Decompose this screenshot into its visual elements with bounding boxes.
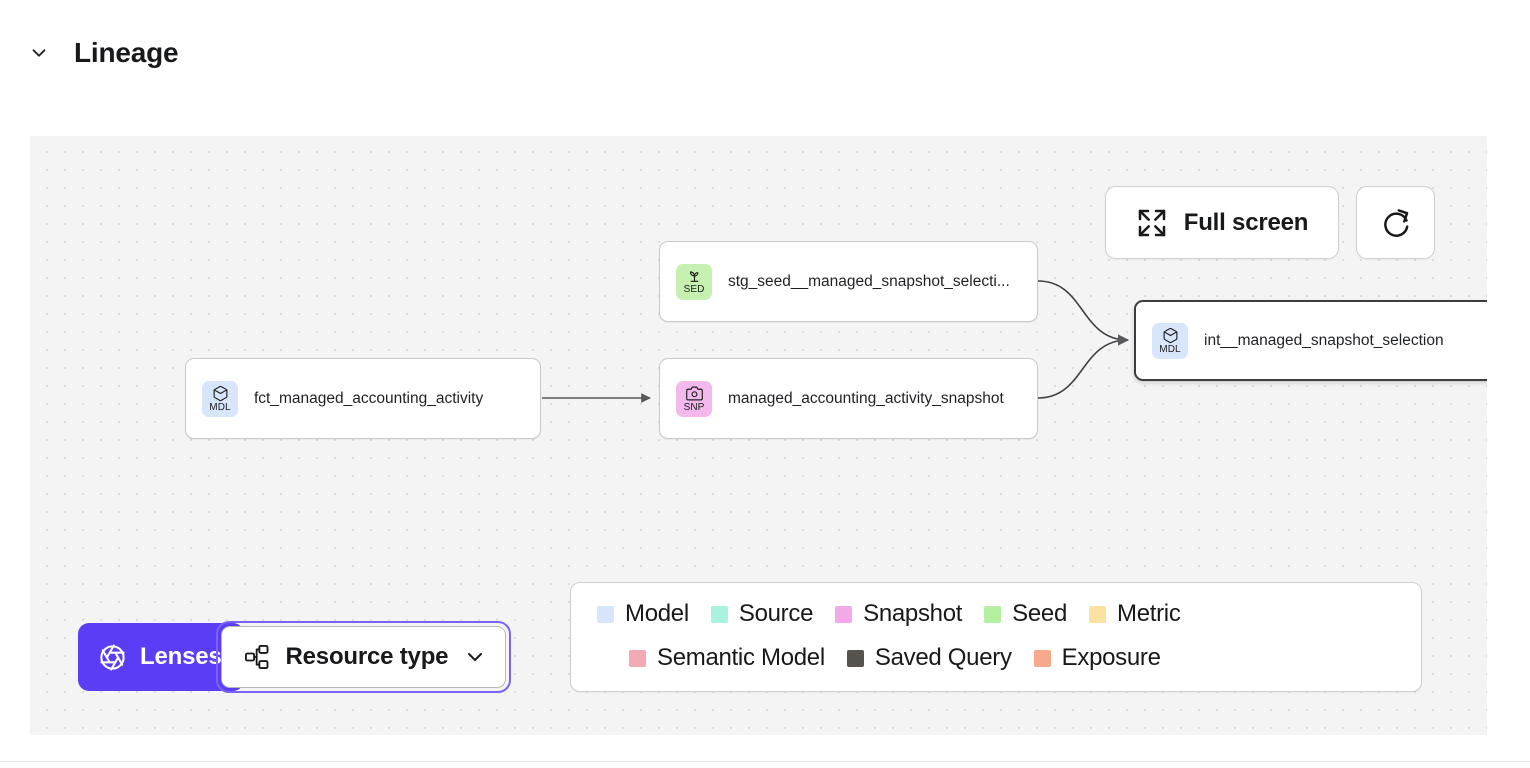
resource-type-label: Resource type xyxy=(285,643,449,670)
resource-type-dropdown[interactable]: Resource type xyxy=(220,626,507,688)
sprout-icon: SED xyxy=(676,263,712,300)
cube-icon: MDL xyxy=(1152,322,1188,359)
legend-swatch-semantic-model xyxy=(629,649,646,667)
lineage-legend: Model Source Snapshot Seed Metric S xyxy=(570,582,1422,692)
resource-type-focus-ring: Resource type xyxy=(215,621,512,693)
legend-item-semantic-model[interactable]: Semantic Model xyxy=(629,644,825,672)
page-title: Lineage xyxy=(74,37,179,68)
lineage-toolbar: Lenses Resource type xyxy=(78,621,512,693)
lineage-node-label: stg_seed__managed_snapshot_selecti... xyxy=(728,272,1010,290)
badge-abbr: MDL xyxy=(209,401,231,413)
legend-label: Saved Query xyxy=(874,644,1012,671)
legend-swatch-model xyxy=(597,605,614,623)
badge-abbr: SED xyxy=(683,284,705,295)
lineage-node-label: managed_accounting_activity_snapshot xyxy=(728,389,1004,407)
refresh-button[interactable] xyxy=(1356,186,1435,259)
legend-item-saved-query[interactable]: Saved Query xyxy=(846,644,1012,672)
refresh-icon xyxy=(1379,206,1412,239)
lineage-node-label: fct_managed_accounting_activity xyxy=(254,389,484,407)
chevron-down-icon[interactable] xyxy=(26,40,52,66)
legend-item-metric[interactable]: Metric xyxy=(1089,600,1181,628)
lineage-node-model-selected[interactable]: MDL int__managed_snapshot_selection xyxy=(1134,300,1487,381)
lineage-node-label: int__managed_snapshot_selection xyxy=(1204,331,1444,349)
canvas-controls: Full screen xyxy=(1105,186,1435,259)
badge-abbr: MDL xyxy=(1159,343,1181,355)
badge-abbr: SNP xyxy=(683,401,705,413)
legend-swatch-saved-query xyxy=(846,649,864,667)
legend-label: Metric xyxy=(1117,600,1181,627)
legend-label: Seed xyxy=(1012,600,1067,627)
fullscreen-button[interactable]: Full screen xyxy=(1105,186,1339,259)
lineage-section-header: Lineage xyxy=(0,0,1530,76)
cube-icon: MDL xyxy=(202,380,238,417)
legend-swatch-metric xyxy=(1089,605,1106,623)
legend-label: Source xyxy=(738,600,814,627)
legend-row-secondary: Semantic Model Saved Query Exposure xyxy=(597,644,1395,672)
hierarchy-icon xyxy=(243,643,271,671)
lineage-node-snapshot[interactable]: SNP managed_accounting_activity_snapshot xyxy=(659,358,1038,439)
legend-swatch-exposure xyxy=(1033,649,1051,667)
legend-swatch-snapshot xyxy=(835,605,853,623)
legend-swatch-seed xyxy=(984,605,1002,623)
legend-label: Model xyxy=(625,600,689,627)
legend-item-exposure[interactable]: Exposure xyxy=(1033,644,1161,672)
lineage-canvas[interactable]: MDL fct_managed_accounting_activity SED … xyxy=(30,136,1487,735)
legend-row-primary: Model Source Snapshot Seed Metric xyxy=(597,600,1395,628)
fullscreen-label: Full screen xyxy=(1183,208,1309,236)
lineage-node-model[interactable]: MDL fct_managed_accounting_activity xyxy=(185,358,541,439)
chevron-down-icon xyxy=(463,645,487,669)
camera-icon: SNP xyxy=(676,380,712,417)
lenses-label: Lenses xyxy=(140,643,222,670)
legend-label: Exposure xyxy=(1061,644,1161,671)
legend-label: Snapshot xyxy=(863,600,963,627)
page-bottom-divider xyxy=(0,761,1530,762)
lineage-node-seed[interactable]: SED stg_seed__managed_snapshot_selecti..… xyxy=(659,241,1038,322)
legend-item-seed[interactable]: Seed xyxy=(984,600,1067,628)
aperture-icon xyxy=(98,643,127,672)
legend-item-snapshot[interactable]: Snapshot xyxy=(835,600,962,628)
expand-icon xyxy=(1136,207,1168,239)
legend-swatch-source xyxy=(710,605,728,623)
legend-item-source[interactable]: Source xyxy=(710,600,814,628)
legend-label: Semantic Model xyxy=(657,644,825,671)
legend-item-model[interactable]: Model xyxy=(597,600,689,628)
